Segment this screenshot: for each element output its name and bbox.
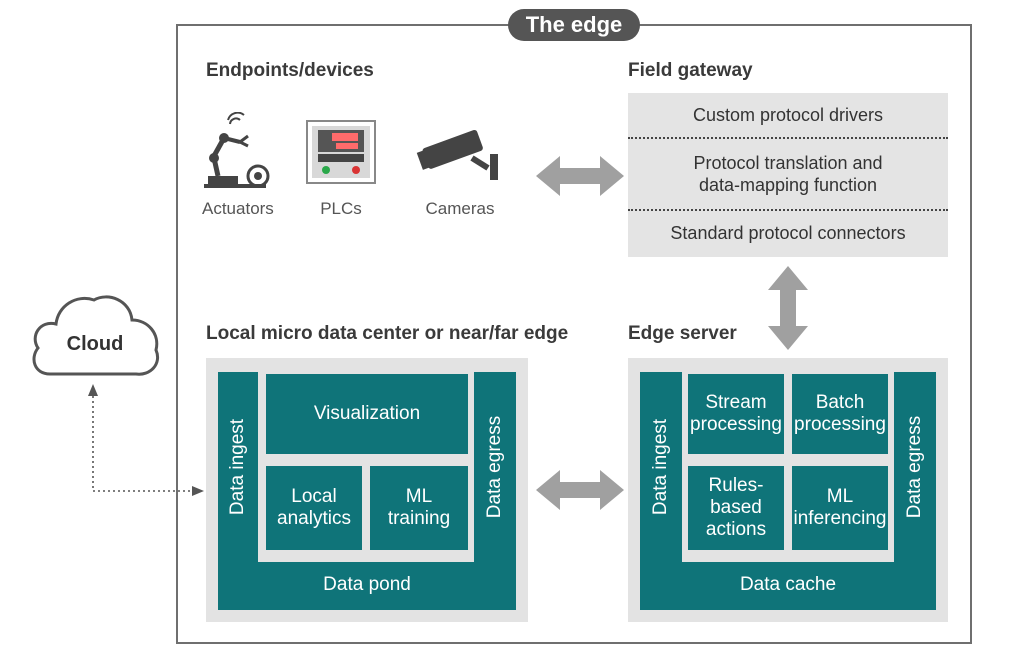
micro-dc-data-egress: Data egress — [474, 372, 516, 562]
rules-based-line1: Rules-based — [708, 475, 764, 518]
edge-server-title: Edge server — [628, 323, 737, 344]
security-camera-icon — [416, 129, 498, 180]
micro-dc-data-ingest: Data ingest — [218, 372, 258, 562]
gateway-custom-drivers: Custom protocol drivers — [692, 105, 884, 125]
batch-processing-line2: processing — [794, 414, 886, 435]
device-label-actuators: Actuators — [202, 199, 274, 218]
stream-processing-line2: processing — [690, 414, 782, 435]
stream-processing-line1: Stream — [705, 392, 767, 413]
edge-server-data-ingest: Data ingest — [640, 372, 682, 562]
ml-training-line2: training — [387, 508, 451, 529]
batch-processing-block: Batch processing — [792, 374, 888, 454]
cloud-icon — [32, 295, 159, 376]
edge-server-ingest-label: Data ingest — [650, 418, 671, 516]
visualization-block: Visualization — [266, 374, 468, 454]
cloud-connector-line — [88, 384, 204, 496]
local-analytics-line2: analytics — [277, 508, 351, 529]
micro-dc-title: Local micro data center or near/far edge — [206, 323, 569, 344]
edge-title: The edge — [508, 9, 640, 41]
cloud-label: Cloud — [66, 333, 124, 355]
edge-server-data-egress: Data egress — [894, 372, 936, 562]
ml-training-line1: ML — [405, 486, 433, 507]
gateway-divider — [628, 137, 948, 139]
gateway-standard-connectors: Standard protocol connectors — [670, 223, 906, 243]
visualization-label: Visualization — [313, 403, 421, 424]
rules-based-actions-block: Rules-based actions — [688, 466, 784, 550]
double-arrow-horizontal-top — [536, 156, 624, 196]
device-label-cameras: Cameras — [425, 199, 495, 218]
batch-processing-line1: Batch — [815, 392, 865, 413]
data-pond-label: Data pond — [323, 574, 411, 595]
gateway-translation-line2: data-mapping function — [698, 175, 878, 195]
device-label-plcs: PLCs — [320, 199, 362, 218]
gateway-translation-line1: Protocol translation and — [693, 153, 883, 173]
rules-based-line2: actions — [705, 519, 767, 540]
local-analytics-block: Local analytics — [266, 466, 362, 550]
edge-server-egress-label: Data egress — [904, 415, 926, 519]
data-cache-label: Data cache — [739, 574, 837, 595]
gateway-divider — [628, 209, 948, 211]
endpoints-title: Endpoints/devices — [206, 60, 374, 81]
plc-icon — [306, 120, 376, 184]
ml-training-block: ML training — [370, 466, 468, 550]
ml-inferencing-line2: inferencing — [793, 508, 887, 529]
stream-processing-block: Stream processing — [688, 374, 784, 454]
double-arrow-horizontal-bottom — [536, 470, 624, 510]
robot-arm-icon — [204, 112, 270, 188]
field-gateway-box: Custom protocol drivers Protocol transla… — [628, 93, 948, 257]
micro-dc-ingest-label: Data ingest — [227, 418, 248, 516]
field-gateway-title: Field gateway — [628, 60, 753, 81]
ml-inferencing-line1: ML — [826, 486, 854, 507]
ml-inferencing-block: ML inferencing — [792, 466, 888, 550]
micro-dc-egress-label: Data egress — [484, 415, 506, 519]
local-analytics-line1: Local — [291, 486, 337, 507]
double-arrow-vertical — [768, 266, 808, 350]
